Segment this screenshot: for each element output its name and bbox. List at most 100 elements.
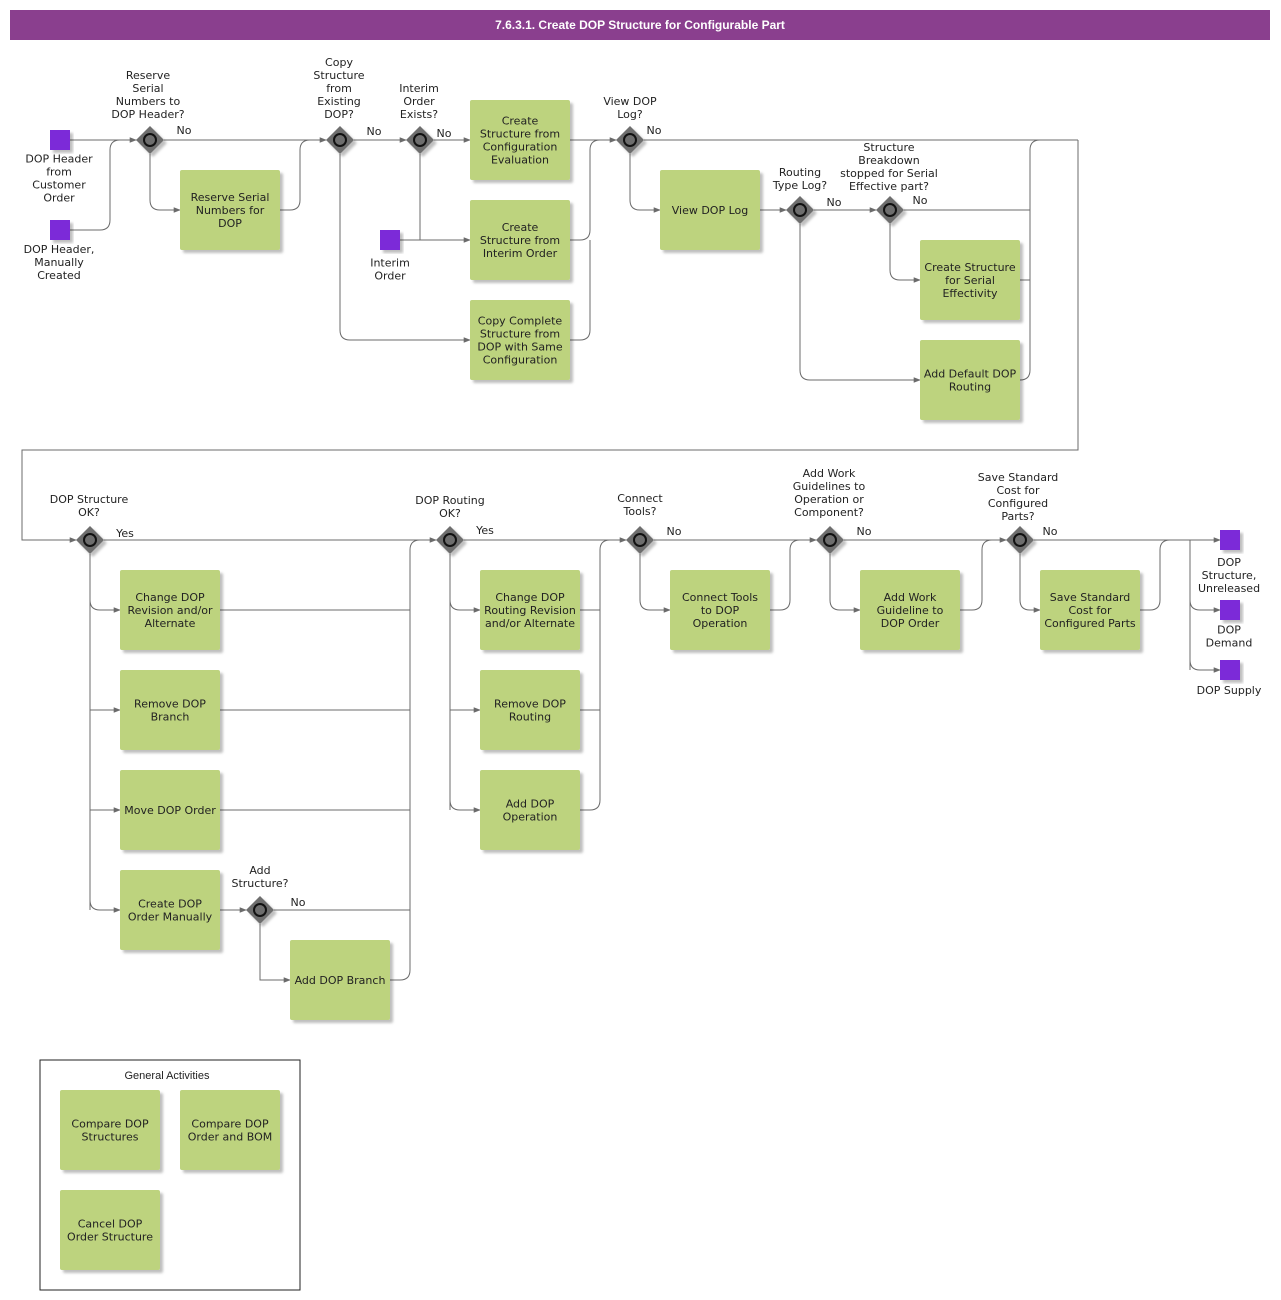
- activity-copy-complete-label-line: Configuration: [483, 354, 558, 367]
- gateway-reserve-serial-diamond[interactable]: [136, 126, 164, 154]
- gateway-copy-structure-diamond[interactable]: [326, 126, 354, 154]
- gateway-add-guidelines-label-line: Operation or: [794, 493, 864, 506]
- activity-copy-complete-label-line: Structure from: [480, 328, 560, 341]
- activity-view-dop-log[interactable]: View DOP Log: [660, 170, 760, 250]
- gateway-structure-ok-diamond[interactable]: [76, 526, 104, 554]
- activity-change-routing-revision-box[interactable]: [480, 570, 580, 650]
- gateway-copy-structure-label-line: Existing: [317, 95, 361, 108]
- activity-move-dop-order[interactable]: Move DOP Order: [120, 770, 220, 850]
- activity-add-dop-branch[interactable]: Add DOP Branch: [290, 940, 390, 1020]
- gateway-breakdown-diamond[interactable]: [876, 196, 904, 224]
- gateway-save-cost-label-line: Cost for: [996, 484, 1040, 497]
- activity-create-dop-order-manually-box[interactable]: [120, 870, 220, 950]
- gateway-view-log-diamond[interactable]: [616, 126, 644, 154]
- activity-compare-order-bom-label-line: Order and BOM: [188, 1131, 272, 1144]
- gateway-routing-type-diamond[interactable]: [786, 196, 814, 224]
- event-structure-unreleased-label-line: Structure,: [1202, 569, 1257, 582]
- event-header-customer-marker[interactable]: [50, 130, 70, 150]
- activity-add-dop-branch-box[interactable]: [290, 940, 390, 1020]
- activity-move-dop-order-box[interactable]: [120, 770, 220, 850]
- activity-compare-structures-label-line: Compare DOP: [71, 1118, 149, 1131]
- event-dop-demand-marker[interactable]: [1220, 600, 1240, 620]
- event-interim-order-marker[interactable]: [380, 230, 400, 250]
- gateway-routing-type-marker: [793, 203, 807, 217]
- activity-compare-order-bom-box[interactable]: [180, 1090, 280, 1170]
- gateway-connect-tools-diamond[interactable]: [626, 526, 654, 554]
- event-dop-supply[interactable]: DOP Supply: [1197, 660, 1262, 697]
- activity-cancel-structure-box[interactable]: [60, 1190, 160, 1270]
- event-dop-supply-marker[interactable]: [1220, 660, 1240, 680]
- gateway-add-guidelines-diamond[interactable]: [816, 526, 844, 554]
- activity-create-from-interim-box[interactable]: [470, 200, 570, 280]
- gateway-connect-tools-label-line: Connect: [617, 492, 663, 505]
- activity-add-work-guideline-box[interactable]: [860, 570, 960, 650]
- activity-save-standard-cost-box[interactable]: [1040, 570, 1140, 650]
- activity-add-dop-operation-box[interactable]: [480, 770, 580, 850]
- flow-label-no: No: [437, 127, 452, 140]
- activity-create-from-config-box[interactable]: [470, 100, 570, 180]
- gateway-save-cost-diamond[interactable]: [1006, 526, 1034, 554]
- activity-view-dop-log-box[interactable]: [660, 170, 760, 250]
- activity-create-from-config-label-line: Create: [502, 115, 539, 128]
- event-structure-unreleased-marker[interactable]: [1220, 530, 1240, 550]
- gateway-copy-structure-label-line: from: [326, 82, 352, 95]
- activity-add-dop-operation-label-line: Add DOP: [506, 798, 555, 811]
- activity-add-dop-operation-label-line: Operation: [503, 811, 558, 824]
- activity-connect-tools-box[interactable]: [670, 570, 770, 650]
- activity-remove-dop-branch-box[interactable]: [120, 670, 220, 750]
- activity-add-default-routing-box[interactable]: [920, 340, 1020, 420]
- gateway-add-structure-label-line: Structure?: [231, 877, 288, 890]
- activity-compare-structures-box[interactable]: [60, 1090, 160, 1170]
- gateway-add-structure-diamond[interactable]: [246, 896, 274, 924]
- activity-copy-complete-box[interactable]: [470, 300, 570, 380]
- event-header-manual-marker[interactable]: [50, 220, 70, 240]
- activity-add-work-guideline-label-line: Add Work: [884, 591, 937, 604]
- activity-change-dop-revision-box[interactable]: [120, 570, 220, 650]
- activity-create-serial-effectivity-box[interactable]: [920, 240, 1020, 320]
- gateway-interim-exists-diamond[interactable]: [406, 126, 434, 154]
- activity-reserve-serial-box[interactable]: [180, 170, 280, 250]
- activity-remove-dop-routing-box[interactable]: [480, 670, 580, 750]
- diagram-title: 7.6.3.1. Create DOP Structure for Config…: [10, 10, 1270, 40]
- gateway-routing-ok-diamond[interactable]: [436, 526, 464, 554]
- activity-reserve-serial-label-line: DOP: [218, 217, 242, 230]
